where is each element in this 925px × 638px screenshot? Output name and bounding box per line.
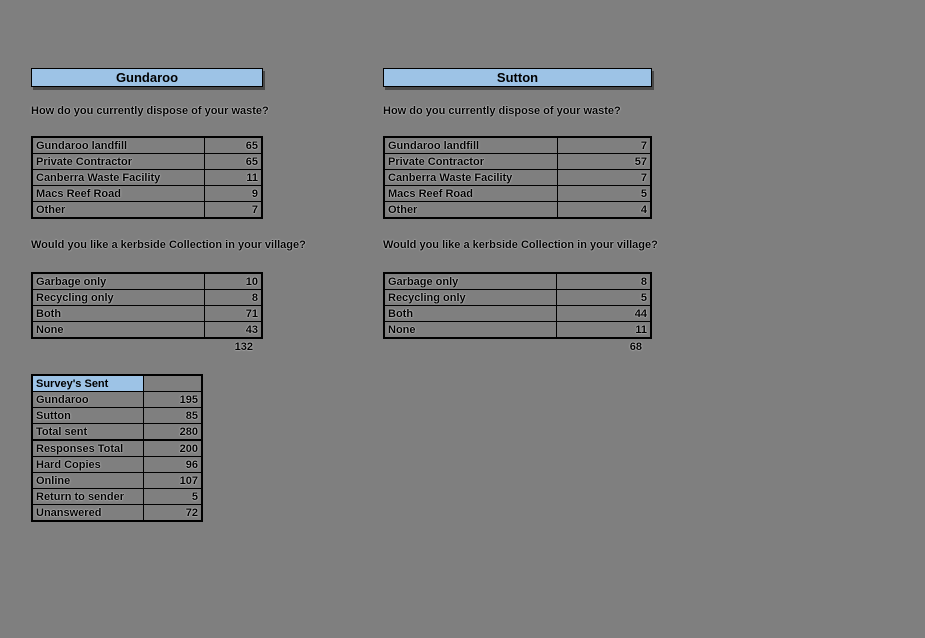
cell-value[interactable]: 10 xyxy=(204,272,263,290)
gundaroo-kerbside-total[interactable]: 132 xyxy=(234,341,253,353)
cell-value[interactable]: 5 xyxy=(142,488,203,505)
sutton-disposal-table: Gundaroo landfill 7 Private Contractor 5… xyxy=(383,136,652,219)
cell-label[interactable]: Private Contractor xyxy=(383,153,558,170)
cell-label[interactable]: Canberra Waste Facility xyxy=(383,169,558,186)
table-row: Garbage only 8 xyxy=(383,272,652,290)
sutton-header-box[interactable]: Sutton xyxy=(383,68,652,87)
cell-value[interactable]: 200 xyxy=(142,439,203,457)
table-row: Recycling only 5 xyxy=(383,289,652,306)
sutton-kerbside-total[interactable]: 68 xyxy=(629,341,642,353)
cell-label[interactable]: None xyxy=(383,321,558,339)
sutton-kerbside-table: Garbage only 8 Recycling only 5 Both 44 … xyxy=(383,272,652,339)
cell-label[interactable]: Sutton xyxy=(31,407,144,424)
table-row: Responses Total 200 xyxy=(31,439,203,457)
cell-value[interactable]: 280 xyxy=(142,423,203,441)
surveys-sent-section: Survey's Sent Gundaroo 195 Sutton 85 Tot… xyxy=(31,374,203,522)
table-row: Private Contractor 65 xyxy=(31,153,263,170)
table-row: Recycling only 8 xyxy=(31,289,263,306)
cell-label[interactable]: Total sent xyxy=(31,423,144,441)
table-row: Canberra Waste Facility 7 xyxy=(383,169,652,186)
table-row: Private Contractor 57 xyxy=(383,153,652,170)
sutton-title: Sutton xyxy=(496,70,539,85)
table-row: Garbage only 10 xyxy=(31,272,263,290)
surveys-sent-title-cell[interactable]: Survey's Sent xyxy=(31,374,144,392)
cell-value[interactable]: 5 xyxy=(556,289,652,306)
cell-label[interactable]: Responses Total xyxy=(31,439,144,457)
cell-value[interactable]: 8 xyxy=(204,289,263,306)
table-row: Online 107 xyxy=(31,472,203,489)
gundaroo-title: Gundaroo xyxy=(115,70,179,85)
cell-value[interactable] xyxy=(142,374,203,392)
cell-value[interactable]: 65 xyxy=(204,153,263,170)
cell-label[interactable]: Hard Copies xyxy=(31,456,144,473)
cell-label[interactable]: Macs Reef Road xyxy=(31,185,206,202)
table-row: Gundaroo landfill 65 xyxy=(31,136,263,154)
cell-value[interactable]: 9 xyxy=(204,185,263,202)
cell-value[interactable]: 43 xyxy=(204,321,263,339)
gundaroo-question-disposal: How do you currently dispose of your was… xyxy=(31,105,269,117)
cell-label[interactable]: Private Contractor xyxy=(31,153,206,170)
cell-label[interactable]: Macs Reef Road xyxy=(383,185,558,202)
sutton-question-disposal: How do you currently dispose of your was… xyxy=(383,105,621,117)
cell-label[interactable]: Other xyxy=(31,201,206,219)
cell-label[interactable]: Return to sender xyxy=(31,488,144,505)
surveys-sent-table: Survey's Sent Gundaroo 195 Sutton 85 Tot… xyxy=(31,374,203,522)
cell-value[interactable]: 96 xyxy=(142,456,203,473)
sutton-question-kerbside: Would you like a kerbside Collection in … xyxy=(383,239,658,251)
cell-label[interactable]: Garbage only xyxy=(383,272,558,290)
cell-value[interactable]: 4 xyxy=(556,201,652,219)
cell-value[interactable]: 5 xyxy=(556,185,652,202)
table-row: Total sent 280 xyxy=(31,423,203,441)
cell-value[interactable]: 7 xyxy=(556,169,652,186)
cell-value[interactable]: 7 xyxy=(204,201,263,219)
gundaroo-section: Gundaroo How do you currently dispose of… xyxy=(31,68,306,353)
table-row: None 43 xyxy=(31,321,263,339)
cell-value[interactable]: 44 xyxy=(556,305,652,322)
table-row: None 11 xyxy=(383,321,652,339)
cell-value[interactable]: 11 xyxy=(204,169,263,186)
table-row: Other 7 xyxy=(31,201,263,219)
table-row: Macs Reef Road 9 xyxy=(31,185,263,202)
gundaroo-question-kerbside: Would you like a kerbside Collection in … xyxy=(31,239,306,251)
cell-label[interactable]: Recycling only xyxy=(383,289,558,306)
table-row: Sutton 85 xyxy=(31,407,203,424)
cell-value[interactable]: 65 xyxy=(204,136,263,154)
gundaroo-disposal-table: Gundaroo landfill 65 Private Contractor … xyxy=(31,136,263,219)
table-row: Both 71 xyxy=(31,305,263,322)
sutton-section: Sutton How do you currently dispose of y… xyxy=(383,68,658,353)
cell-label[interactable]: Gundaroo xyxy=(31,391,144,408)
cell-label[interactable]: Garbage only xyxy=(31,272,206,290)
cell-label[interactable]: Other xyxy=(383,201,558,219)
cell-label[interactable]: None xyxy=(31,321,206,339)
cell-label[interactable]: Recycling only xyxy=(31,289,206,306)
cell-value[interactable]: 107 xyxy=(142,472,203,489)
cell-label[interactable]: Unanswered xyxy=(31,504,144,522)
cell-value[interactable]: 8 xyxy=(556,272,652,290)
cell-label[interactable]: Gundaroo landfill xyxy=(31,136,206,154)
cell-label[interactable]: Both xyxy=(383,305,558,322)
cell-value[interactable]: 72 xyxy=(142,504,203,522)
table-row: Both 44 xyxy=(383,305,652,322)
table-row: Macs Reef Road 5 xyxy=(383,185,652,202)
table-row: Other 4 xyxy=(383,201,652,219)
cell-label[interactable]: Gundaroo landfill xyxy=(383,136,558,154)
table-row: Gundaroo 195 xyxy=(31,391,203,408)
gundaroo-header-box[interactable]: Gundaroo xyxy=(31,68,263,87)
cell-value[interactable]: 57 xyxy=(556,153,652,170)
cell-value[interactable]: 71 xyxy=(204,305,263,322)
table-header-row: Survey's Sent xyxy=(31,374,203,392)
cell-value[interactable]: 7 xyxy=(556,136,652,154)
table-row: Canberra Waste Facility 11 xyxy=(31,169,263,186)
table-row: Hard Copies 96 xyxy=(31,456,203,473)
cell-value[interactable]: 85 xyxy=(142,407,203,424)
cell-label[interactable]: Canberra Waste Facility xyxy=(31,169,206,186)
cell-label[interactable]: Both xyxy=(31,305,206,322)
table-row: Gundaroo landfill 7 xyxy=(383,136,652,154)
cell-value[interactable]: 11 xyxy=(556,321,652,339)
cell-label[interactable]: Online xyxy=(31,472,144,489)
gundaroo-kerbside-table: Garbage only 10 Recycling only 8 Both 71… xyxy=(31,272,263,339)
cell-value[interactable]: 195 xyxy=(142,391,203,408)
table-row: Unanswered 72 xyxy=(31,504,203,522)
table-row: Return to sender 5 xyxy=(31,488,203,505)
